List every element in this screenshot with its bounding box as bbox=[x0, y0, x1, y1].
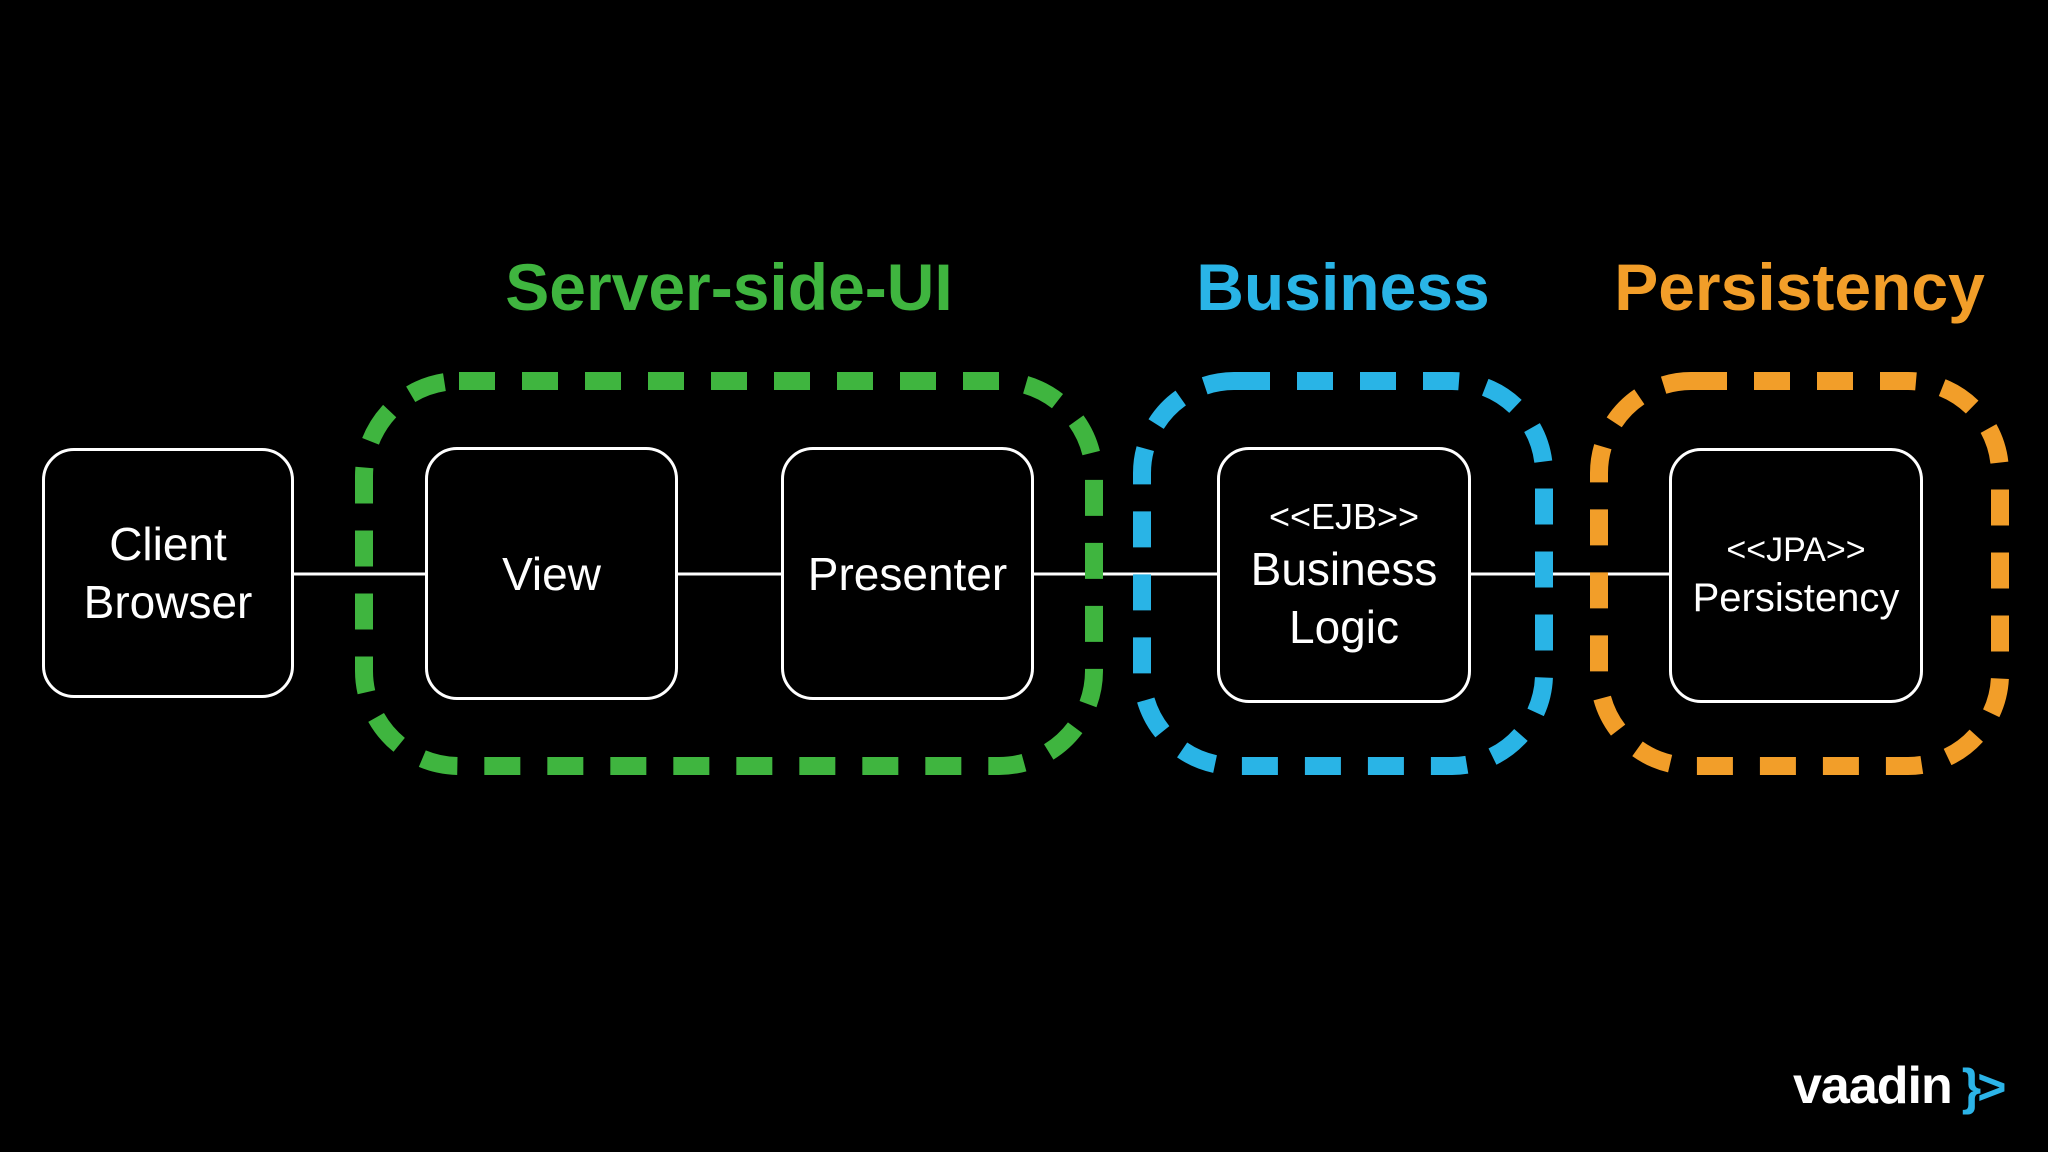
vaadin-logo-text: vaadin bbox=[1793, 1057, 1953, 1115]
presenter-label: Presenter bbox=[807, 547, 1008, 600]
vaadin-logo-mark-icon: }> bbox=[1961, 1059, 2007, 1115]
group-title-persistency: Persistency bbox=[1614, 250, 1985, 324]
jpa-stereotype: <<JPA>> bbox=[1726, 530, 1866, 569]
vaadin-logo: vaadin }> bbox=[1793, 1057, 2007, 1116]
node-view: View bbox=[425, 447, 678, 700]
client-browser-label-line1: Client bbox=[109, 518, 227, 570]
client-browser-label-line2: Browser bbox=[83, 576, 253, 628]
node-presenter: Presenter bbox=[781, 447, 1034, 700]
jpa-label: Persistency bbox=[1692, 575, 1900, 620]
business-logic-label-line1: Business bbox=[1250, 543, 1438, 595]
business-group-border bbox=[1133, 372, 1553, 775]
server-side-ui-group-border bbox=[355, 372, 1103, 775]
node-business-logic: <<EJB>> Business Logic bbox=[1217, 447, 1471, 703]
node-client-browser: Client Browser bbox=[42, 448, 294, 698]
group-title-server-side-ui: Server-side-UI bbox=[505, 250, 953, 324]
business-logic-stereotype: <<EJB>> bbox=[1268, 496, 1420, 537]
view-label: View bbox=[502, 547, 601, 600]
group-title-business: Business bbox=[1196, 250, 1490, 324]
persistency-group-border bbox=[1590, 372, 2009, 775]
node-jpa-persistency: <<JPA>> Persistency bbox=[1669, 448, 1923, 703]
business-logic-label-line2: Logic bbox=[1289, 601, 1399, 653]
